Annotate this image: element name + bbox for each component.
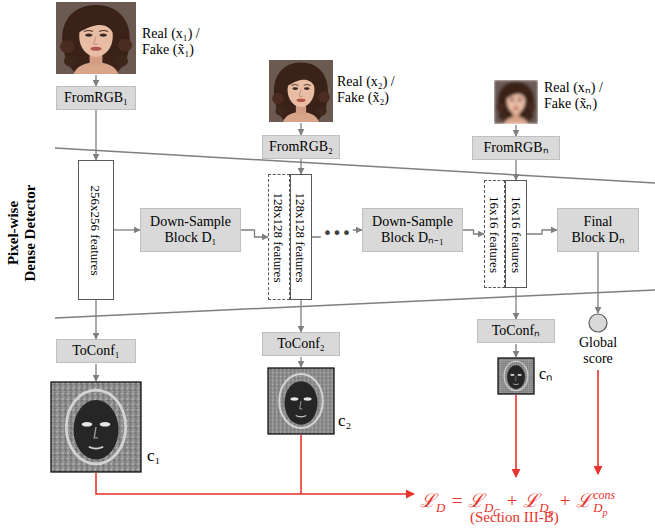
loss-term: = ℒ: [450, 490, 484, 511]
feature-map: 16x16 features: [505, 180, 527, 288]
toconf-box: ToConfₙ: [477, 319, 555, 343]
connector-arrow: [515, 288, 516, 319]
detector-edge: [55, 290, 655, 318]
loss-line: [597, 370, 599, 474]
score-label: Global score: [568, 335, 628, 367]
detector-label: Pixel-wise Dense Detector: [5, 182, 39, 284]
fromrgb-box: FromRGB₁: [56, 86, 136, 110]
confidence-map: [51, 382, 141, 472]
connector-arrow: [95, 300, 96, 339]
loss-term: D: [436, 500, 445, 515]
toconf-box: ToConf₁: [56, 339, 136, 363]
connector-arrow: [597, 252, 598, 313]
fromrgb-box: FromRGB₂: [262, 135, 340, 159]
block-box: Down-Sample Block D₁: [140, 208, 241, 252]
connector-arrow: [114, 229, 140, 230]
connector-arrow: [527, 230, 557, 234]
real-fake-image: [56, 2, 136, 74]
box-label: Down-Sample Block Dₙ₋₁: [363, 214, 462, 246]
box-label: 16x16 features: [509, 196, 524, 273]
connector-arrow: [241, 230, 268, 237]
detector-edge: [55, 148, 655, 183]
score-circle: [588, 313, 608, 333]
input-arrow: [300, 123, 301, 135]
connector-arrow: [95, 110, 96, 160]
box-label: FromRGBₙ: [483, 140, 548, 156]
connector-arrow: [300, 159, 301, 174]
score-node: Global score: [563, 313, 633, 367]
image-label: Real (xₙ) / Fake (x̃ₙ): [544, 80, 629, 112]
loss-term: + ℒ: [559, 490, 593, 511]
box-label: FromRGB₁: [64, 90, 128, 106]
map-border: [498, 358, 534, 394]
feature-map: 256x256 features: [78, 160, 114, 300]
loss-line: [515, 395, 517, 477]
box-label: 256x256 features: [89, 185, 104, 275]
box-label: 128x128 features: [272, 192, 287, 282]
input-arrow: [95, 75, 96, 86]
section-ref: (Section III-B): [470, 509, 559, 526]
box-label: 16x16 features: [487, 196, 502, 273]
output-arrow: [95, 364, 96, 381]
map-label: c₁: [147, 446, 160, 465]
map-border: [268, 368, 334, 434]
input-arrow: [515, 125, 516, 136]
box-label: ToConf₁: [72, 343, 119, 359]
connector-arrow: [300, 300, 301, 332]
feature-map: 128x128 features: [290, 174, 312, 300]
detector-frame: 256x256 features Down-Sample Block D₁ 128x…: [55, 146, 655, 321]
confidence-map: [268, 368, 334, 434]
output-arrow: [515, 344, 516, 357]
real-fake-image: [269, 60, 333, 122]
box-label: ToConf₂: [277, 336, 324, 352]
loss-line: [300, 435, 302, 494]
box-label: 128x128 features: [294, 192, 309, 282]
box-label: ToConfₙ: [492, 323, 541, 339]
toconf-box: ToConf₂: [262, 332, 340, 356]
feature-map-dashed: 128x128 features: [268, 174, 290, 300]
image-label: Real (x₂) / Fake (x̃₂): [337, 74, 422, 106]
map-border: [51, 382, 141, 472]
output-arrow: [300, 357, 301, 367]
connector-arrow: [463, 230, 484, 234]
feature-map-dashed: 16x16 features: [484, 180, 505, 288]
block-box: Final Block Dₙ: [557, 208, 639, 252]
loss-term: p: [603, 507, 608, 518]
map-label: cₙ: [539, 365, 552, 383]
loss-term: + ℒ: [506, 490, 540, 511]
real-fake-image: [494, 80, 538, 124]
loss-term: ℒ: [420, 490, 436, 511]
loss-line: [96, 473, 414, 494]
confidence-map: [498, 358, 534, 394]
edge-label: •••: [321, 226, 353, 242]
box-label: Down-Sample Block D₁: [141, 214, 240, 246]
loss-term: D: [593, 500, 602, 515]
connector-arrow: [515, 160, 516, 180]
fromrgb-box: FromRGBₙ: [472, 136, 560, 160]
box-label: Final Block Dₙ: [568, 214, 628, 246]
score-circle-shape: [589, 314, 607, 332]
box-label: FromRGB₂: [269, 139, 333, 155]
image-label: Real (x₁) / Fake (x̃₁): [142, 26, 227, 58]
map-label: c₂: [338, 411, 351, 430]
block-box: Down-Sample Block Dₙ₋₁: [362, 208, 463, 252]
